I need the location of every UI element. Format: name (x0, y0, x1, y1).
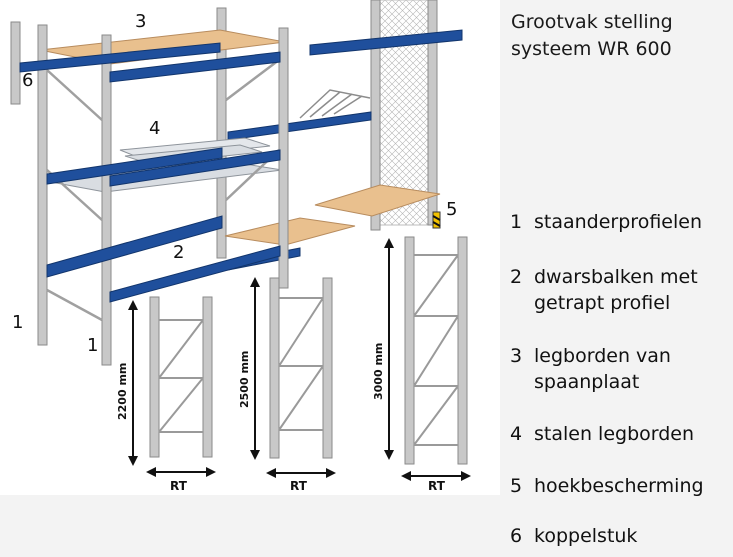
rt-label-2: RT (290, 479, 308, 493)
corner-protector (432, 211, 441, 229)
callout-4: 4 (149, 118, 160, 139)
coupling-upright (10, 21, 21, 105)
diagram-area: 2200 mm 2500 mm 3000 mm RT RT RT 3 6 4 5… (0, 0, 500, 495)
legend-item-2: 2 dwarsbalken met getrapt profiel (510, 264, 732, 316)
title-line-2: systeem WR 600 (511, 38, 672, 60)
hanging-rods (299, 89, 371, 119)
frame-2500 (250, 277, 336, 478)
legend-item-4: 4 stalen legborden (510, 421, 732, 447)
legend-text: dwarsbalken met (534, 266, 698, 288)
frame-2200 (128, 296, 216, 477)
title-line-1: Grootvak stelling (511, 11, 673, 33)
rt-label-3: RT (428, 479, 446, 493)
dim-3000: 3000 mm (372, 343, 385, 400)
callout-3: 3 (135, 11, 146, 32)
callout-1b: 1 (87, 335, 98, 356)
callout-2: 2 (173, 242, 184, 263)
legend-num: 1 (510, 211, 523, 233)
dim-2500: 2500 mm (238, 351, 251, 408)
front-beams (19, 42, 281, 303)
legend-num: 3 (510, 345, 523, 367)
shelving-diagram: 2200 mm 2500 mm 3000 mm RT RT RT 3 6 4 5… (10, 0, 471, 493)
rt-label-1: RT (170, 479, 188, 493)
legend-item-6: 6 koppelstuk (510, 523, 732, 549)
legend-text: staanderprofielen (534, 211, 702, 233)
legend-item-3: 3 legborden van spaanplaat (510, 343, 732, 395)
legend-text: legborden van (534, 345, 671, 367)
callout-6: 6 (22, 70, 33, 91)
legend-num: 5 (510, 475, 523, 497)
legend-text: getrapt profiel (534, 292, 671, 314)
legend-num: 4 (510, 423, 523, 445)
callout-5: 5 (446, 199, 457, 220)
front-left-frame (37, 24, 112, 366)
dim-2200: 2200 mm (116, 363, 129, 420)
diagram-title: Grootvak stelling systeem WR 600 (511, 9, 726, 63)
legend-text: spaanplaat (534, 371, 640, 393)
legend-num: 2 (510, 266, 523, 288)
legend-num: 6 (510, 525, 523, 547)
frame-3000 (384, 236, 471, 481)
callout-1a: 1 (12, 312, 23, 333)
legend-text: koppelstuk (534, 525, 638, 547)
legend-text: hoekbescherming (534, 475, 704, 497)
legend-item-5: 5 hoekbescherming (510, 473, 732, 499)
legend-text: stalen legborden (534, 423, 695, 445)
legend-item-1: 1 staanderprofielen (510, 209, 732, 235)
chipboard-shelf-low (224, 217, 356, 246)
chipboard-shelf-loose (314, 184, 441, 217)
